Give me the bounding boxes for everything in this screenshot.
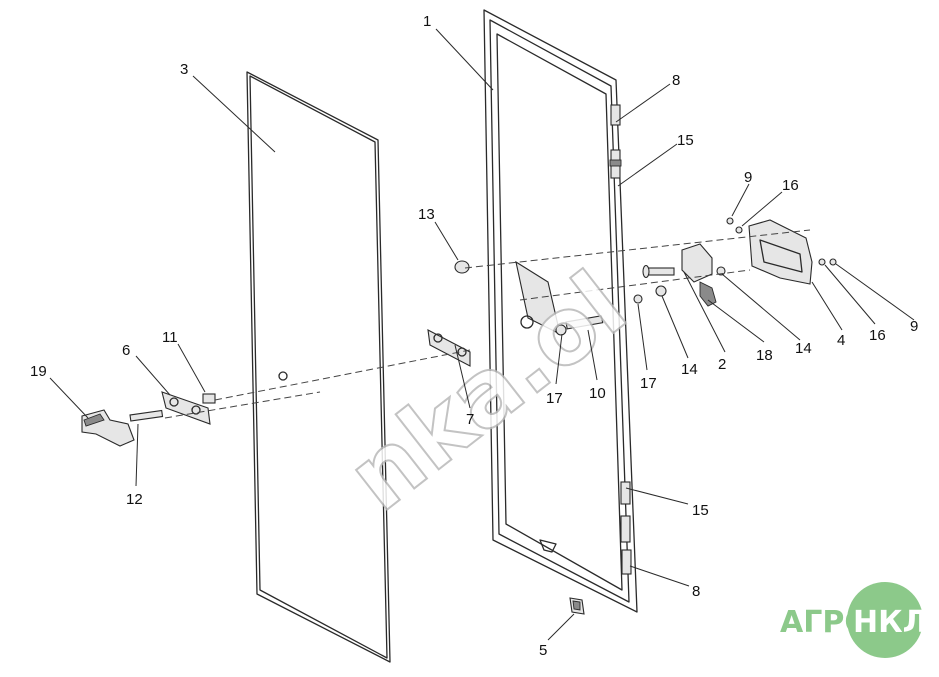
callout-13: 13: [418, 206, 435, 223]
handle-assembly: [81, 329, 471, 447]
logo-circle: [847, 582, 923, 658]
callout-11: 11: [162, 329, 178, 346]
callout-7: 7: [466, 411, 474, 428]
clip-part: [569, 597, 585, 615]
callout-14-left: 14: [681, 361, 698, 378]
latch-assembly: [454, 217, 837, 336]
callout-14-right: 14: [795, 340, 812, 357]
glass-pane: [246, 71, 391, 663]
callout-8-top: 8: [672, 72, 680, 89]
callout-5: 5: [539, 642, 547, 659]
callout-2: 2: [718, 356, 726, 373]
callout-9-top: 9: [744, 169, 752, 186]
callout-15-top: 15: [677, 132, 694, 149]
callout-17-left: 17: [546, 390, 563, 407]
callout-3: 3: [180, 61, 188, 78]
callout-17-right: 17: [640, 375, 657, 392]
leader-lines: [49, 28, 915, 641]
callout-9-bottom: 9: [910, 318, 918, 335]
callout-12: 12: [126, 491, 143, 508]
callout-19: 19: [30, 363, 47, 380]
logo-right-text: НКЛ: [853, 605, 928, 640]
callout-6: 6: [122, 342, 130, 359]
callout-16-bottom: 16: [869, 327, 886, 344]
callout-8-bottom: 8: [692, 583, 700, 600]
callout-16-top: 16: [782, 177, 799, 194]
door-frame: [483, 9, 638, 613]
callout-18: 18: [756, 347, 773, 364]
assembly-lines: [164, 229, 811, 419]
callout-10: 10: [589, 385, 606, 402]
callout-4: 4: [837, 332, 845, 349]
callout-15-bottom: 15: [692, 502, 709, 519]
callout-labels: 1 3 8 15 9 16 13 11 6 19 12 7 17 10 17 1…: [30, 13, 918, 659]
agro-nkl-logo: АГРО НКЛ: [780, 582, 928, 658]
callout-1: 1: [423, 13, 431, 30]
